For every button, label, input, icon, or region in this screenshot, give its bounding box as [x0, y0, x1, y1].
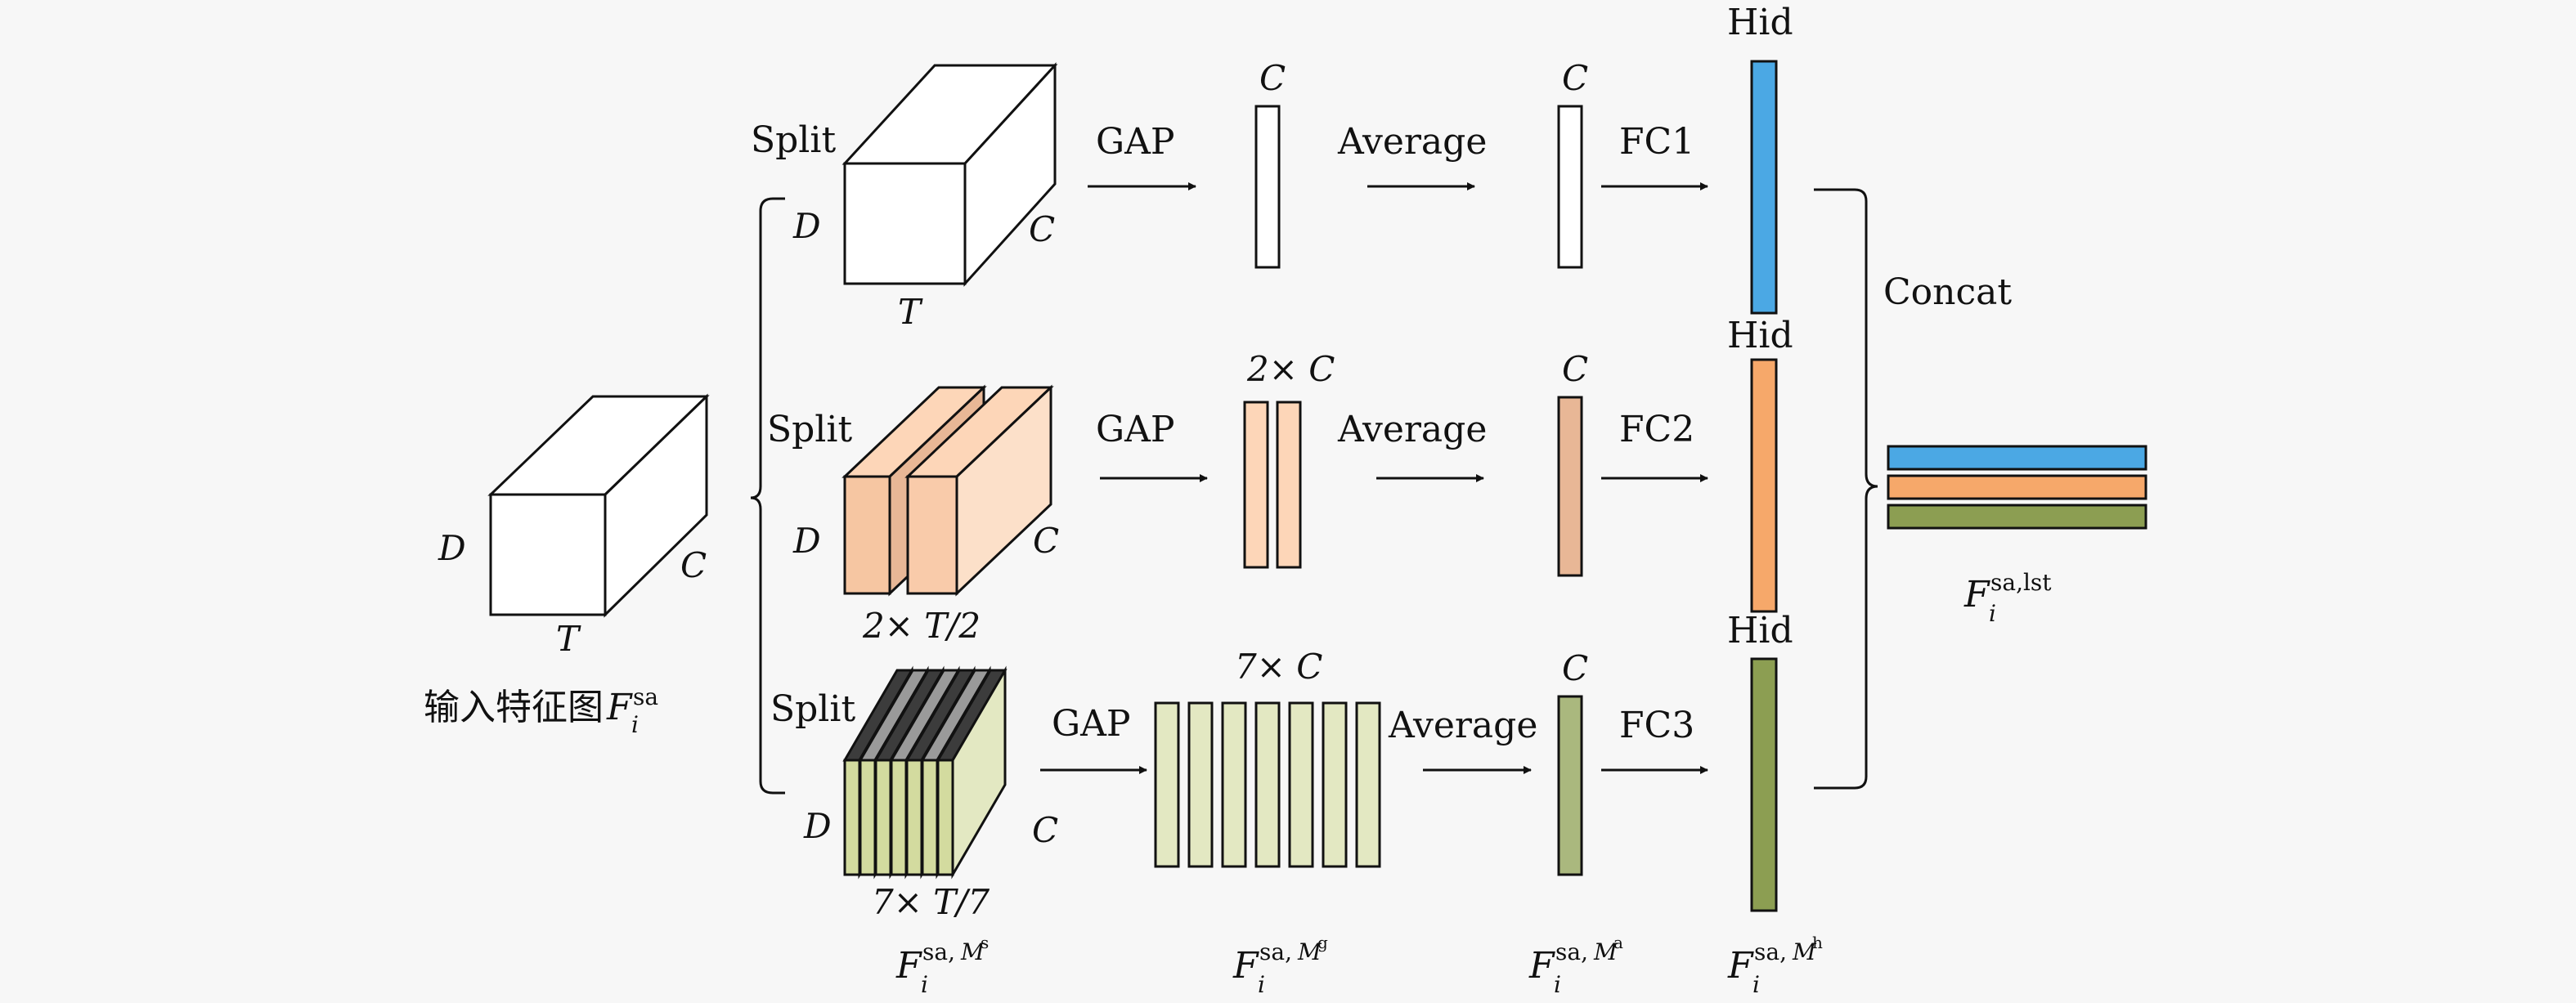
bottom-label-ma: F i sa, M a — [1528, 933, 1623, 998]
row3-hid-vector — [1750, 657, 1778, 912]
row3-split-label: Split — [770, 688, 855, 730]
bottom-label-ms-sub: i — [921, 971, 928, 998]
row1-gap-dim: C — [1259, 58, 1286, 98]
bottom-label-mh: F i sa, M h — [1727, 933, 1823, 998]
row1-cube — [841, 62, 1058, 287]
bottom-label-ma-sub: i — [1554, 971, 1561, 998]
row1-gap-vector — [1254, 105, 1281, 269]
input-label: 输入特征图 F i sa — [424, 683, 658, 738]
row2-avg-vector — [1557, 396, 1583, 577]
bottom-label-mg-sup: sa, — [1259, 938, 1292, 965]
concat-bar-blue — [1887, 445, 2147, 471]
input-label-sub: i — [631, 711, 639, 738]
input-dim-t: T — [556, 619, 581, 659]
bottom-label-mh-sub: i — [1752, 971, 1760, 998]
input-dim-c: C — [680, 545, 707, 585]
bottom-label-ma-sup: sa, — [1555, 938, 1588, 965]
row3-gap-label: GAP — [1052, 703, 1131, 745]
row3-gap-dim: 7× C — [1235, 647, 1322, 687]
bottom-label-ma-supvar: M — [1593, 938, 1618, 965]
bottom-label-mg-supsup: g — [1317, 933, 1328, 952]
bottom-label-mg-supvar: M — [1297, 938, 1322, 965]
row1-avg-dim: C — [1562, 58, 1588, 98]
row3-fc-label: FC3 — [1619, 705, 1694, 746]
row1-split-label: Split — [751, 119, 836, 161]
row3-gap-vector-1 — [1154, 701, 1180, 868]
bottom-label-mh-var: F — [1727, 945, 1754, 987]
row1-hid-vector — [1750, 60, 1778, 315]
row1-average-label: Average — [1337, 121, 1487, 163]
row3-slab-stack — [842, 665, 1008, 880]
bottom-label-ms-supvar: M — [960, 938, 985, 965]
split-brace — [750, 197, 785, 795]
input-cube — [487, 393, 710, 618]
row3-slab-7 — [936, 665, 1008, 880]
row1-dim-bottom: T — [898, 292, 923, 332]
row1-hid-label: Hid — [1727, 2, 1793, 43]
row3-gap-vector-5 — [1288, 701, 1314, 868]
concat-output-var: F — [1963, 574, 1990, 616]
row2-fc-label: FC2 — [1619, 409, 1694, 450]
bottom-label-mh-sup: sa, — [1754, 938, 1787, 965]
row2-hid-label: Hid — [1727, 315, 1793, 356]
row3-dim-d: D — [803, 806, 832, 846]
row1-avg-vector — [1557, 105, 1583, 269]
row2-avg-dim: C — [1562, 349, 1588, 389]
bottom-label-mh-supsup: h — [1812, 933, 1823, 952]
row2-gap-vector-2 — [1276, 401, 1302, 569]
row3-gap-vector-2 — [1187, 701, 1214, 868]
concat-label: Concat — [1883, 271, 2012, 313]
row3-avg-dim: C — [1562, 648, 1588, 688]
row3-gap-vector-7 — [1355, 701, 1381, 868]
bottom-label-mg: F i sa, M g — [1232, 933, 1328, 998]
concat-output-sub: i — [1989, 600, 1996, 627]
row3-hid-label: Hid — [1727, 610, 1793, 652]
input-label-var: F — [606, 687, 633, 728]
bottom-label-ms-sup: sa, — [922, 938, 955, 965]
row2-gap-vector-1 — [1243, 401, 1269, 569]
bottom-label-ma-var: F — [1528, 945, 1555, 987]
row2-gap-dim: 2× C — [1246, 349, 1335, 389]
bottom-label-ms-var: F — [895, 945, 922, 987]
row1-gap-label: GAP — [1096, 121, 1175, 163]
row1-dim-d: D — [792, 206, 821, 246]
bottom-label-ma-supsup: a — [1613, 933, 1623, 952]
row2-dim-d: D — [792, 521, 821, 561]
row3-gap-vectors — [1154, 701, 1381, 868]
row2-dim-c: C — [1033, 521, 1059, 561]
input-label-zh: 输入特征图 — [424, 687, 604, 728]
bottom-label-mh-supvar: M — [1792, 938, 1817, 965]
input-dim-d: D — [438, 528, 466, 568]
row3-gap-vector-4 — [1254, 701, 1281, 868]
row2-split-label: Split — [767, 409, 852, 450]
concat-output-label: F i sa,lst — [1963, 569, 2052, 627]
row3-gap-vector-3 — [1221, 701, 1247, 868]
row2-slab-2 — [904, 384, 1054, 597]
concat-output-sup: sa,lst — [1990, 569, 2052, 596]
bottom-label-ms-supsup: s — [981, 933, 989, 952]
concat-bar-green — [1887, 504, 2147, 530]
row3-avg-vector — [1557, 695, 1583, 876]
concat-bar-orange — [1887, 474, 2147, 500]
row3-average-label: Average — [1388, 705, 1537, 746]
row1-fc-label: FC1 — [1619, 121, 1694, 163]
row3-gap-vector-6 — [1322, 701, 1348, 868]
row2-dim-bottom: 2× T/2 — [862, 606, 981, 646]
input-label-sup: sa — [633, 683, 658, 710]
row3-dim-bottom: 7× T/7 — [872, 882, 990, 922]
bottom-label-mg-sub: i — [1258, 971, 1265, 998]
row1-dim-c: C — [1029, 209, 1055, 249]
row3-dim-c: C — [1032, 810, 1058, 850]
row2-average-label: Average — [1337, 409, 1487, 450]
concat-brace — [1814, 188, 1878, 790]
row2-gap-label: GAP — [1096, 409, 1175, 450]
bottom-label-ms: F i sa, M s — [895, 933, 989, 998]
row2-hid-vector — [1750, 358, 1778, 613]
bottom-label-mg-var: F — [1232, 945, 1259, 987]
